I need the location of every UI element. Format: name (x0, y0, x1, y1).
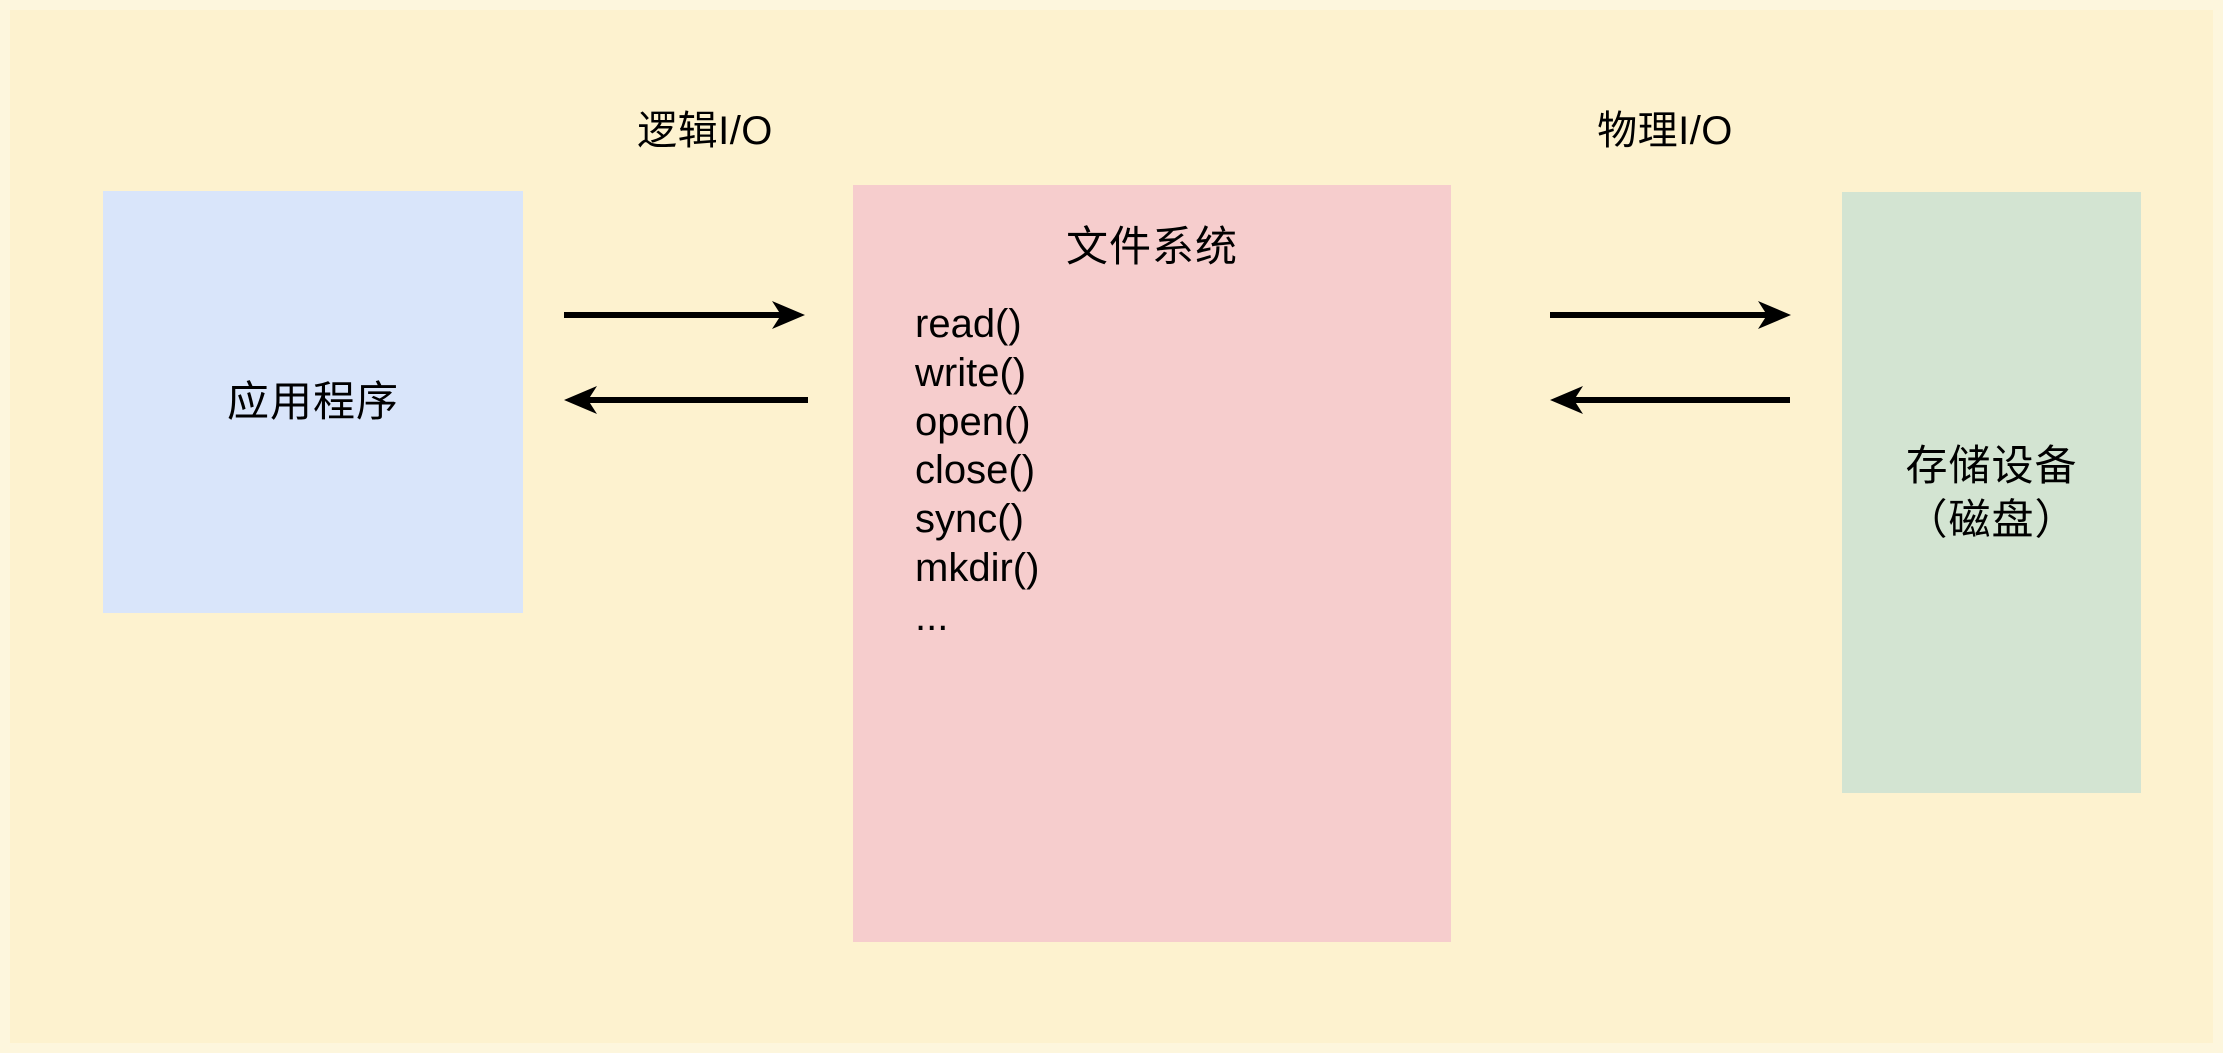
api-call-mkdir: mkdir() (915, 545, 1040, 590)
node-storage-device-label-line2: （磁盘） (1905, 495, 2078, 543)
arrow-logical-request-icon (564, 301, 805, 329)
arrow-physical-response-icon (1550, 386, 1790, 414)
api-call-sync: sync() (915, 497, 1024, 542)
arrow-logical-response-icon (564, 386, 808, 414)
node-file-system-title: 文件系统 (1065, 223, 1238, 270)
arrow-group-logical-io (550, 275, 850, 435)
api-call-read: read() (915, 302, 1022, 346)
file-system-api-list: read() write() open() close() sync() mkd… (915, 300, 1451, 642)
api-call-close: close() (915, 448, 1036, 493)
edge-label-logical-io: 逻辑I/O (637, 109, 773, 153)
node-storage-device-label-line1: 存储设备 (1905, 441, 2078, 489)
node-storage-device[interactable]: 存储设备 （磁盘） (1842, 192, 2141, 793)
node-file-system[interactable]: 文件系统 read() write() open() close() sync(… (853, 185, 1451, 942)
arrow-group-physical-io (1520, 275, 1820, 435)
edge-label-physical-io: 物理I/O (1597, 109, 1733, 153)
node-application[interactable]: 应用程序 (103, 191, 523, 613)
api-call-write: write() (915, 350, 1027, 395)
api-call-open: open() (915, 399, 1031, 444)
node-application-label: 应用程序 (226, 378, 399, 426)
arrow-physical-request-icon (1550, 301, 1791, 329)
api-call-ellipsis: ... (915, 594, 949, 639)
